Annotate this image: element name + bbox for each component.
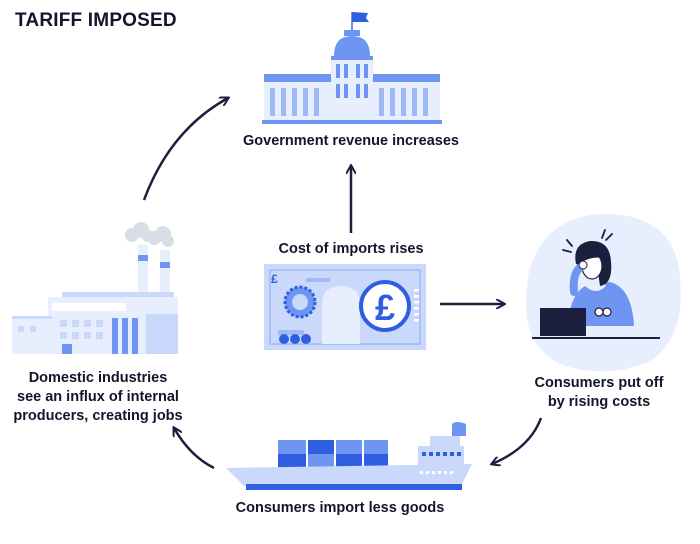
cargo-ship-icon [226,422,472,490]
containers [278,440,388,468]
label-domestic-industries-line-3: producers, creating jobs [13,408,183,424]
arrow-ship-to-domestic [174,428,215,470]
banknote-icon: £ £ [264,264,426,350]
label-government-revenue: Government revenue increases [220,132,482,151]
label-cost-of-imports: Cost of imports rises [240,240,462,259]
label-government-revenue-text: Government revenue increases [243,133,459,149]
arrow-domestic-to-government [142,98,228,201]
label-domestic-industries: Domestic industries see an influx of int… [0,369,196,426]
label-consumers-put-off-line-2: by rising costs [547,394,651,410]
pound-small-symbol: £ [271,272,278,286]
label-import-less-goods-text: Consumers import less goods [235,500,445,516]
pound-symbol: £ [375,287,395,328]
label-domestic-industries-line-1: Domestic industries [28,370,168,386]
label-import-less-goods: Consumers import less goods [200,499,480,518]
diagram-title: TARIFF IMPOSED [15,10,177,31]
rosette-icon [283,285,317,319]
factory-icon [12,222,178,354]
stressed-consumer-icon [525,213,681,372]
government-building-icon [262,12,442,124]
label-consumers-put-off: Consumers put off by rising costs [510,374,688,412]
label-consumers-put-off-line-1: Consumers put off [534,375,664,391]
label-domestic-industries-line-2: see an influx of internal [17,389,179,405]
label-cost-of-imports-text: Cost of imports rises [278,241,424,257]
arrow-consumers-to-ship [492,417,543,464]
